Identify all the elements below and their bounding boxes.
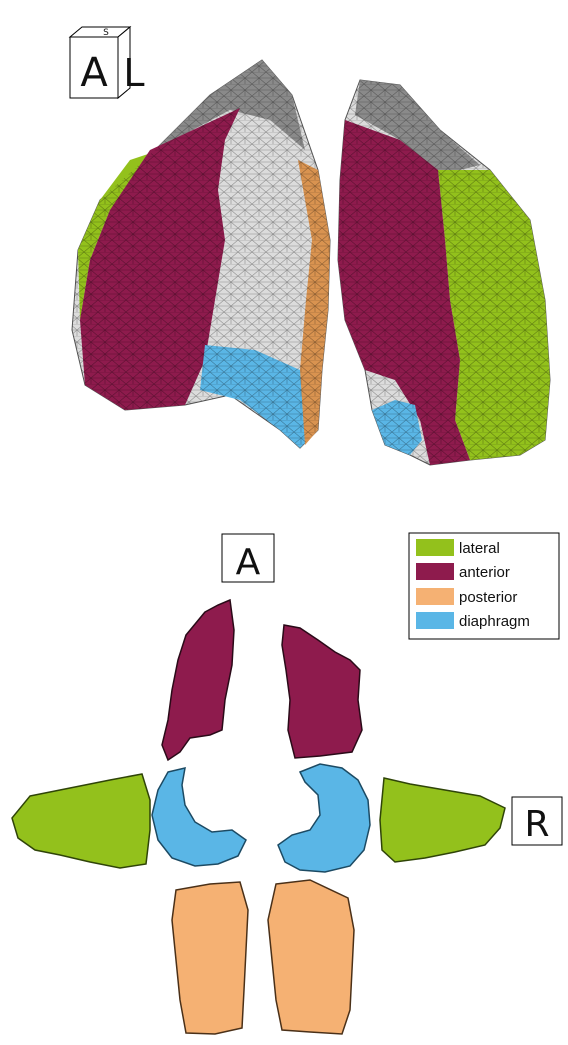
view-label-r-box: R: [512, 797, 562, 845]
legend: lateral anterior posterior diaphragm: [409, 533, 559, 639]
lung-mesh-3d: [72, 60, 550, 465]
lateral-region-left: [12, 774, 150, 868]
exploded-regions: [12, 600, 505, 1034]
view-label-r: R: [524, 804, 549, 845]
anterior-region-left: [162, 600, 234, 760]
cube-front-label: A: [80, 50, 108, 96]
legend-item-diaphragm: diaphragm: [416, 612, 530, 630]
legend-swatch-posterior: [416, 588, 454, 605]
legend-item-anterior: anterior: [416, 563, 510, 581]
posterior-region-left: [172, 882, 248, 1034]
cube-side-label: L: [123, 51, 144, 95]
legend-label-lateral: lateral: [459, 540, 500, 557]
legend-label-posterior: posterior: [459, 589, 517, 606]
legend-swatch-diaphragm: [416, 612, 454, 629]
left-lung-mesh: [72, 60, 330, 448]
posterior-region-right: [268, 880, 354, 1034]
view-label-a: A: [236, 542, 261, 583]
legend-swatch-lateral: [416, 539, 454, 556]
legend-swatch-anterior: [416, 563, 454, 580]
legend-item-posterior: posterior: [416, 588, 517, 606]
view-label-a-box: A: [222, 534, 274, 583]
diaphragm-region-right: [278, 764, 370, 872]
lateral-region-right: [380, 778, 505, 862]
cube-top-label: S: [103, 28, 109, 38]
diaphragm-region-left: [152, 768, 246, 866]
right-lung-mesh: [338, 80, 550, 465]
legend-label-diaphragm: diaphragm: [459, 613, 530, 630]
orientation-cube: S A L: [70, 27, 145, 98]
anterior-region-right: [282, 625, 362, 758]
legend-label-anterior: anterior: [459, 564, 510, 581]
